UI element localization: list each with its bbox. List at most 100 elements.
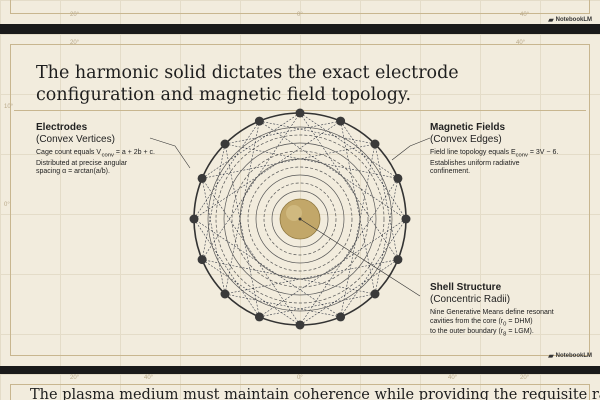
electrode-node	[197, 173, 207, 183]
shell-description: Nine Generative Means define resonant ca…	[430, 309, 595, 339]
grid-tick: 40°	[144, 375, 154, 381]
electrode-node	[401, 214, 411, 224]
fields-subheading: (Convex Edges)	[430, 134, 502, 145]
field-line	[224, 121, 260, 295]
fields-heading: Magnetic Fields	[430, 122, 506, 133]
text: confinement.	[430, 168, 471, 176]
field-line	[201, 112, 301, 260]
slide-frame	[10, 44, 590, 356]
badge-label: NotebookLM	[555, 353, 592, 359]
grid-tick: 0°	[297, 12, 303, 18]
field-line	[259, 120, 376, 145]
field-line	[201, 143, 226, 260]
grid-tick: 20°	[70, 40, 80, 46]
field-line	[259, 218, 407, 318]
text: Field line topology equals E	[430, 149, 516, 156]
electrode-node	[336, 312, 346, 322]
electrodes-description: Cage count equals V conv = a + 2b + c. D…	[36, 149, 196, 177]
electrode-node	[254, 116, 264, 126]
text-sub: 8	[503, 331, 507, 338]
field-line	[374, 178, 399, 295]
fields-leader	[391, 137, 431, 161]
previous-slide: 20° 0° 40° ▰ NotebookLM	[0, 0, 600, 24]
shell-ring	[271, 190, 329, 248]
text: cavities from the core (r	[430, 317, 504, 325]
field-line	[193, 218, 260, 318]
slide-title: The harmonic solid dictates the exact el…	[36, 63, 459, 105]
grid-tick: 40°	[448, 375, 458, 381]
text: = DHM)	[506, 317, 533, 325]
harmonic-solid-diagram	[149, 108, 431, 330]
text-sub: conv	[515, 152, 528, 159]
notebooklm-badge: ▰ NotebookLM	[548, 16, 592, 24]
field-line	[202, 143, 376, 179]
electrodes-callout: Electrodes (Convex Vertices) Cage count …	[36, 122, 196, 177]
electrode-node	[370, 139, 380, 149]
electrodes-leader	[149, 137, 191, 169]
shell-ring	[263, 182, 337, 256]
shell-heading: Shell Structure	[430, 282, 502, 293]
field-line	[259, 293, 376, 318]
electrode-node	[370, 289, 380, 299]
electrodes-subheading: (Convex Vertices)	[36, 134, 115, 145]
field-line	[259, 120, 407, 220]
shell-ring	[223, 142, 377, 296]
electrode-nodes	[189, 108, 411, 330]
text-sub: 0	[503, 320, 507, 327]
shell-ring	[247, 166, 353, 272]
field-line	[299, 259, 399, 326]
magnetic-fields-callout: Magnetic Fields (Convex Edges) Field lin…	[430, 122, 590, 177]
field-line	[193, 218, 341, 318]
field-line	[193, 120, 260, 220]
shell-ring	[215, 134, 385, 304]
text: Cage count equals V	[36, 149, 102, 156]
text: Distributed at precise angular	[36, 159, 128, 167]
electrode-node	[295, 320, 305, 330]
slide-frame	[10, 384, 590, 400]
shell-ring	[231, 150, 369, 288]
electrodes-heading: Electrodes	[36, 122, 88, 133]
notebooklm-badge: ▰ NotebookLM	[548, 352, 592, 360]
field-line	[224, 143, 260, 317]
grid-tick: 20°	[70, 12, 80, 18]
field-line	[299, 112, 399, 179]
electrode-node	[220, 139, 230, 149]
electrode-node	[393, 173, 403, 183]
next-slide: 20° 40° 0° 40° 20° The plasma medium mus…	[0, 374, 600, 400]
text: spacing α = arctan(a/b).	[36, 168, 110, 176]
text: Establishes uniform radiative	[430, 159, 520, 167]
electrode-node	[220, 289, 230, 299]
grid-tick: 20°	[70, 375, 80, 381]
electrode-node	[295, 108, 305, 118]
notebooklm-logo-icon: ▰	[548, 353, 554, 360]
text: to the outer boundary (r	[430, 328, 504, 336]
grid-tick: 0°	[297, 375, 303, 381]
electrode-node	[336, 116, 346, 126]
text-sub: conv	[101, 152, 114, 159]
field-line	[224, 259, 398, 295]
concentric-shells	[207, 126, 393, 312]
fields-description: Field line topology equals Econv = 3V − …	[430, 149, 590, 177]
field-line	[224, 143, 398, 179]
text: = a + 2b + c.	[113, 149, 155, 156]
field-line	[193, 120, 341, 220]
shell-ring	[239, 158, 361, 280]
field-line	[374, 143, 399, 260]
field-line	[340, 120, 407, 220]
field-line	[201, 112, 301, 179]
field-line	[224, 293, 341, 318]
grid-tick: 40°	[516, 40, 526, 46]
electrode-node	[197, 255, 207, 265]
field-line	[201, 259, 301, 326]
field-lines	[193, 112, 407, 326]
notebooklm-logo-icon: ▰	[548, 17, 554, 24]
shell-structure-callout: Shell Structure (Concentric Radii) Nine …	[430, 282, 595, 339]
grid-tick: 10°	[4, 104, 14, 110]
field-line	[202, 259, 376, 295]
field-line	[224, 120, 341, 145]
grid-tick: 20°	[520, 375, 530, 381]
shell-ring	[255, 174, 345, 264]
electrode-node	[189, 214, 199, 224]
text: Nine Generative Means define resonant	[430, 309, 554, 316]
electrode-node	[393, 255, 403, 265]
